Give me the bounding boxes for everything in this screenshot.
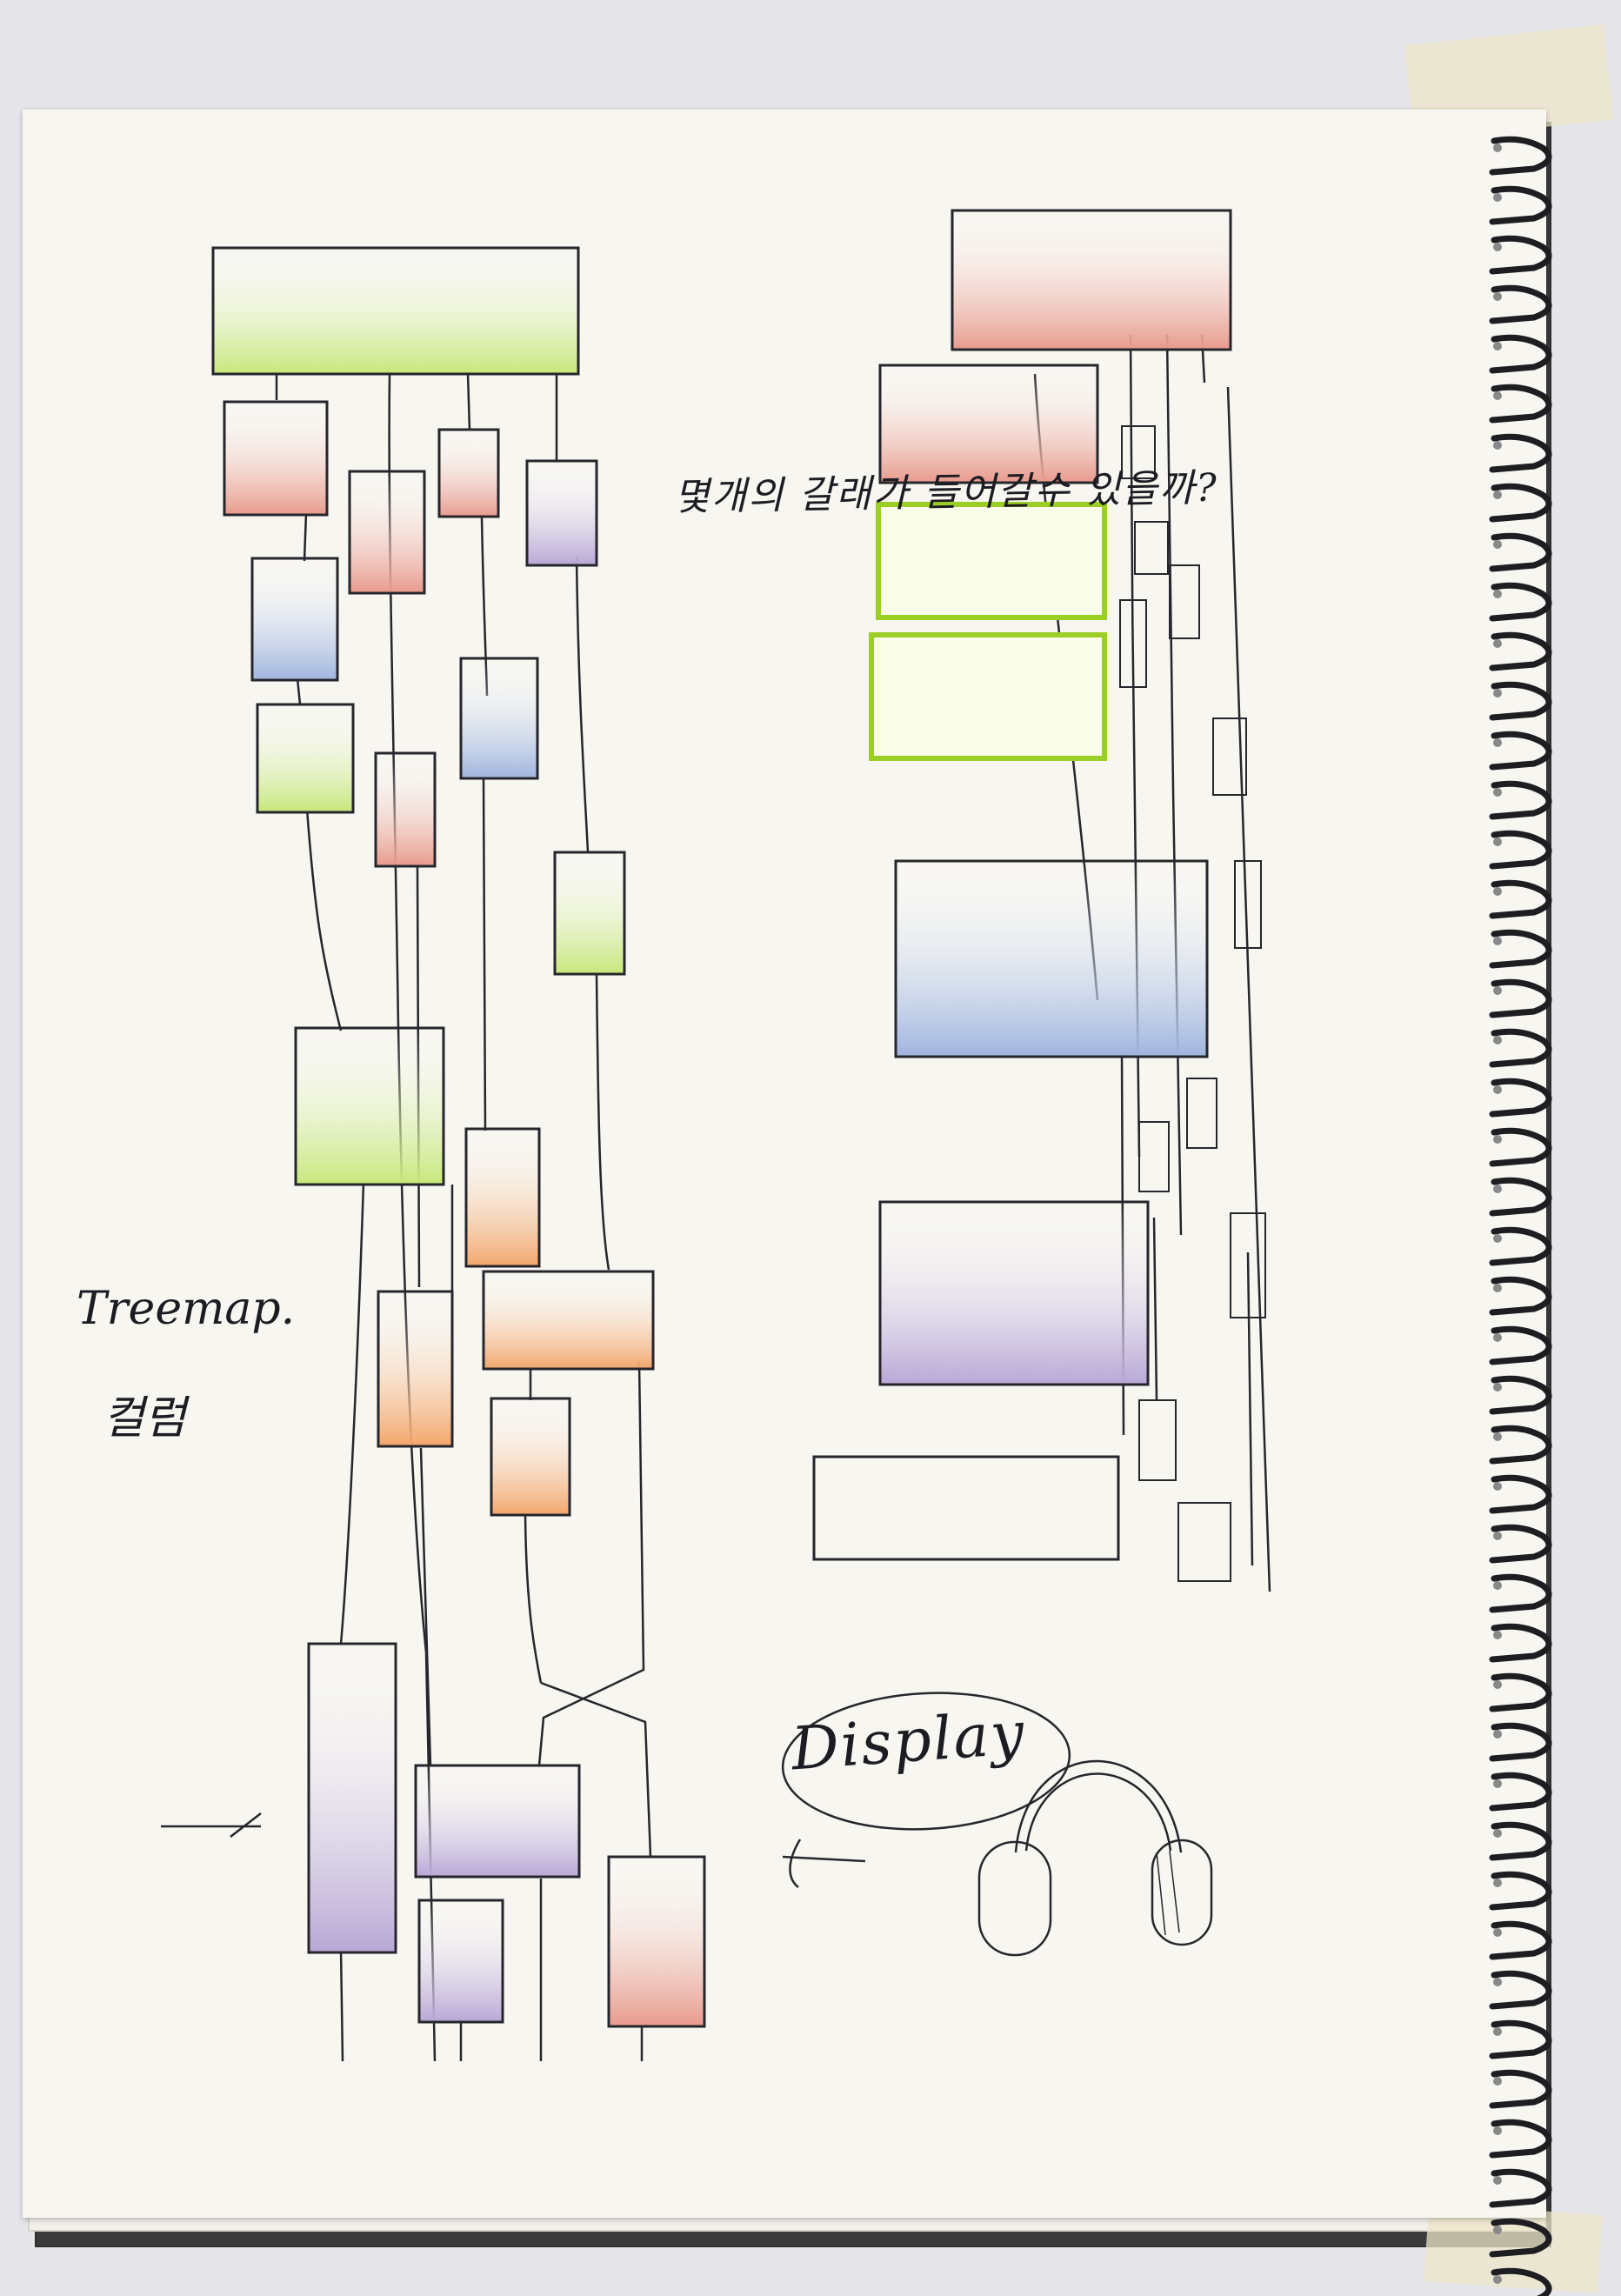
top-header-box	[213, 248, 578, 374]
spiral-binding	[1492, 139, 1549, 2296]
note-color: 컬럼	[103, 1381, 186, 1446]
headphones-icon	[979, 1761, 1211, 1955]
left-treemap-boxes	[213, 248, 704, 2026]
note-treemap: Treemap.	[77, 1283, 295, 1335]
right-header-box	[952, 210, 1231, 350]
note-question: 몇개의 갈래가 들어갈수 있을까?	[673, 457, 1218, 522]
right-layout-boxes	[814, 210, 1265, 1581]
